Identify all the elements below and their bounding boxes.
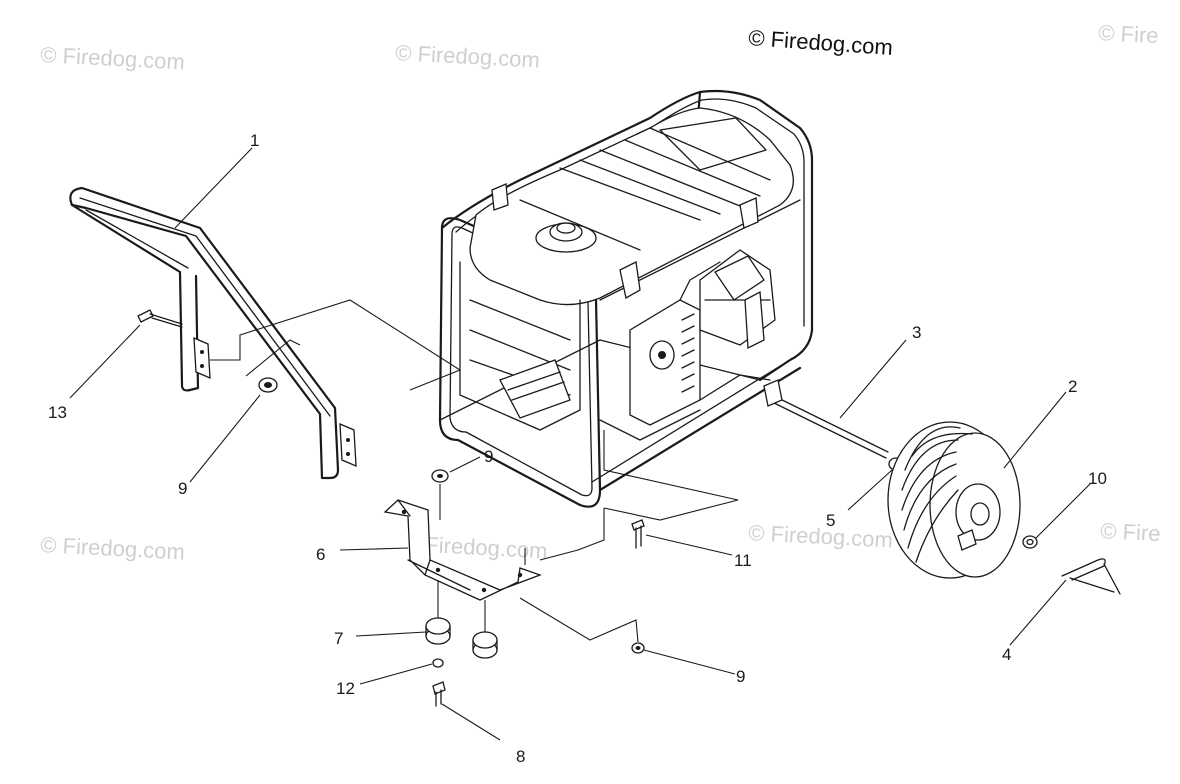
callout-1: 1 [250,131,259,150]
copyright-label: © Firedog.com [748,25,894,60]
watermark-bottom-right: © Fire [1100,518,1161,546]
callout-numbers: 1 2 3 4 5 6 7 8 9 9 9 10 11 12 13 [48,131,1107,766]
bolt-8 [432,681,446,707]
hairpin-clip-4 [1061,558,1121,595]
callout-leaders [69,147,1091,741]
rubber-mount-7 [425,580,498,659]
watermarks: © Firedog.com © Firedog.com © Fire © Fir… [40,20,1161,565]
callout-9-lower: 9 [736,667,745,686]
callout-2: 2 [1068,377,1077,396]
nut-9-lower [519,597,645,654]
bolt-11 [539,508,645,561]
callout-6: 6 [316,545,325,564]
watermark-bottom-left: © Firedog.com [40,532,186,565]
callout-10: 10 [1088,469,1107,488]
callout-3: 3 [912,323,921,342]
watermark-bottom-center: Firedog.com [425,532,548,563]
callout-11: 11 [734,551,752,570]
alternator [459,261,581,431]
callout-7: 7 [334,629,343,648]
watermark-top-left: © Firedog.com [40,42,186,75]
watermark-bottom-mid-right: © Firedog.com [748,520,894,553]
engine [599,249,776,441]
callout-12: 12 [336,679,355,698]
axle [763,379,889,459]
callout-4: 4 [1002,645,1011,664]
callout-8: 8 [516,747,525,766]
wheel [887,421,1021,579]
bolt-13 [137,309,183,328]
handle-attach-line [210,299,462,391]
washer-10 [1022,535,1038,549]
mounting-bracket [383,499,542,601]
lock-washer-12 [432,658,444,668]
watermark-top-right: © Fire [1098,20,1159,48]
callout-5: 5 [826,511,835,530]
callout-13: 13 [48,403,67,422]
nut-9-bracket [431,469,449,520]
watermark-top-center: © Firedog.com [395,40,541,73]
fuel-tank [469,107,794,306]
callout-9-handle: 9 [178,479,187,498]
handle [69,186,357,480]
callout-9-bracket: 9 [484,447,493,466]
nut-9-handle [258,377,278,393]
